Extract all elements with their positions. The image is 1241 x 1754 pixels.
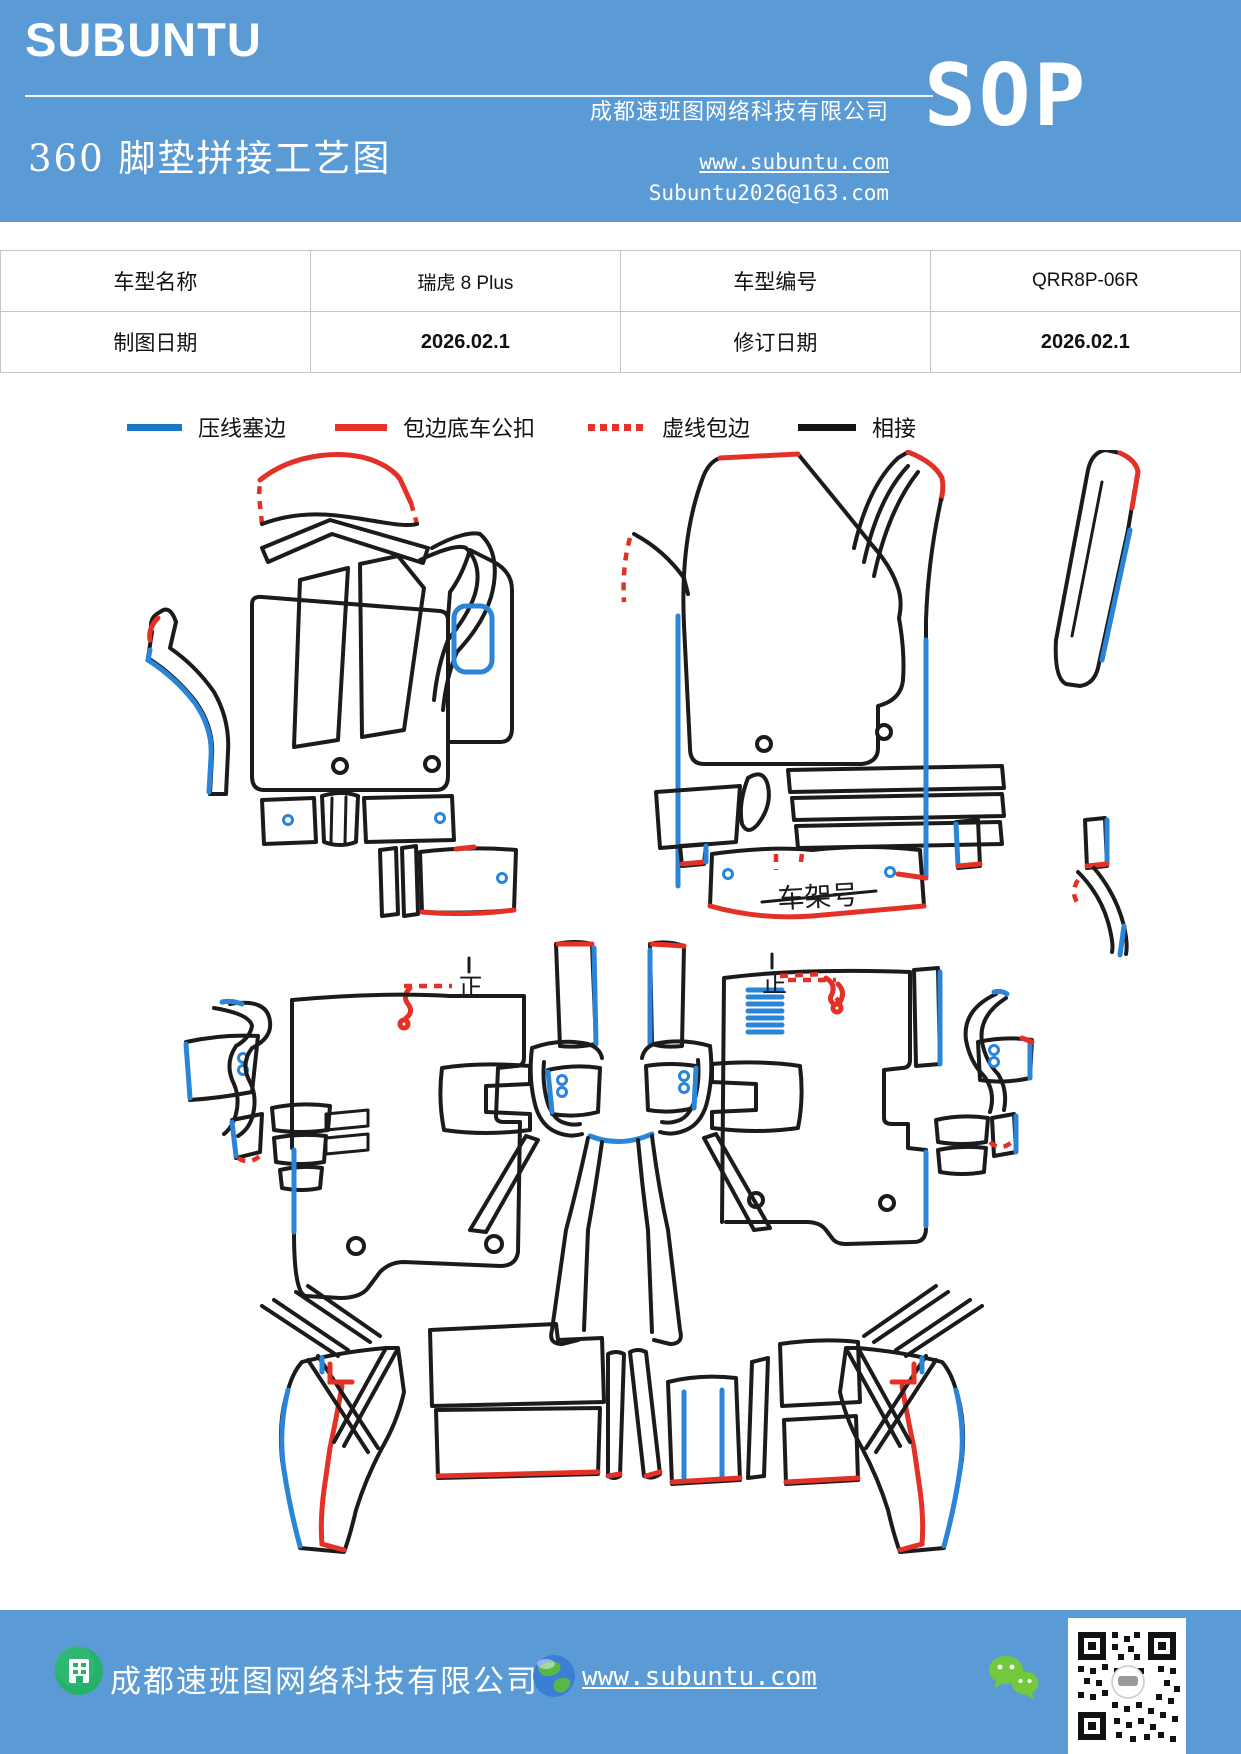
table-row: 车型名称 瑞虎 8 Plus 车型编号 QRR8P-06R bbox=[0, 250, 1241, 312]
red-line-swatch bbox=[335, 423, 387, 431]
blue-hatch-stack bbox=[745, 987, 785, 1035]
revise-date-label: 修订日期 bbox=[619, 311, 931, 373]
draw-date-value: 2026.02.1 bbox=[309, 311, 621, 373]
building-icon bbox=[55, 1646, 103, 1695]
revise-date-value: 2026.02.1 bbox=[929, 311, 1241, 373]
sop-mark: SOP bbox=[924, 46, 1089, 146]
legend-label: 相接 bbox=[872, 417, 917, 442]
legend-label: 包边底车公扣 bbox=[403, 417, 536, 442]
legend-item-joint: 相接 bbox=[798, 412, 916, 442]
globe-icon bbox=[533, 1655, 575, 1697]
header-band: SUBUNTU 360 脚垫拼接工艺图 成都速班图网络科技有限公司 www.su… bbox=[0, 0, 1241, 222]
mat-splicing-diagram: 车架号 bbox=[145, 450, 1141, 1554]
footer-website-link[interactable]: www.subuntu.com bbox=[582, 1662, 817, 1692]
model-name-value: 瑞虎 8 Plus bbox=[309, 250, 621, 312]
trunk-pieces-group bbox=[260, 1284, 984, 1554]
model-name-label: 车型名称 bbox=[0, 250, 311, 312]
header-company-name: 成都速班图网络科技有限公司 bbox=[589, 100, 889, 125]
legend-label: 虚线包边 bbox=[662, 417, 751, 442]
footer-band: 成都速班图网络科技有限公司 www.subuntu.com bbox=[0, 1610, 1241, 1754]
red-dotted-line-swatch bbox=[588, 423, 646, 431]
legend-item-dashed-bind: 虚线包边 bbox=[588, 412, 750, 442]
model-code-value: QRR8P-06R bbox=[929, 250, 1241, 312]
black-line-swatch bbox=[798, 423, 856, 431]
legend-item-bind-edge: 包边底车公扣 bbox=[335, 412, 535, 442]
legend-item-press-edge: 压线塞边 bbox=[127, 412, 286, 442]
header-divider bbox=[25, 95, 933, 97]
legend-label: 压线塞边 bbox=[198, 417, 287, 442]
rear-mats-group: 正 正 bbox=[183, 940, 1035, 1346]
second-row-pieces bbox=[378, 842, 709, 918]
header-email: Subuntu2026@163.com bbox=[648, 181, 889, 205]
blue-line-swatch bbox=[127, 423, 182, 431]
front-right-mat-group: 车架号 bbox=[621, 450, 1141, 958]
front-left-mat-group bbox=[145, 452, 514, 847]
header-website-link[interactable]: www.subuntu.com bbox=[699, 150, 889, 174]
table-row: 制图日期 2026.02.1 修订日期 2026.02.1 bbox=[0, 311, 1241, 373]
page-title: 360 脚垫拼接工艺图 bbox=[28, 137, 392, 180]
model-code-label: 车型编号 bbox=[619, 250, 931, 312]
brand-logo: SUBUNTU bbox=[25, 13, 262, 66]
qr-code bbox=[1068, 1618, 1186, 1754]
vehicle-info-table: 车型名称 瑞虎 8 Plus 车型编号 QRR8P-06R 制图日期 2026.… bbox=[0, 250, 1241, 373]
draw-date-label: 制图日期 bbox=[0, 311, 311, 373]
wechat-icon bbox=[989, 1656, 1039, 1700]
footer-company-name: 成都速班图网络科技有限公司 bbox=[110, 1664, 539, 1700]
